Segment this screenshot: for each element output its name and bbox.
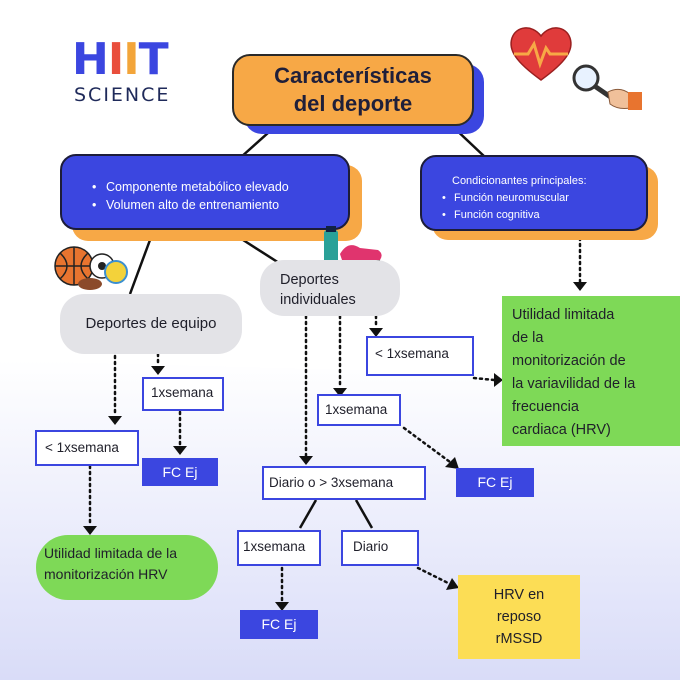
hrv-line-2: reposo bbox=[496, 609, 542, 625]
team-sports-node: Deportes de equipo bbox=[60, 294, 242, 354]
bullet-item: Volumen alto de entrenamiento bbox=[92, 196, 348, 214]
result-line: monitorización de bbox=[512, 353, 626, 369]
ind-1x-node: 1xsemana bbox=[317, 394, 401, 426]
team-1x-node: 1xsemana bbox=[142, 377, 224, 411]
ind-fc-node: FC Ej bbox=[456, 468, 534, 497]
result-line: la variavilidad de la bbox=[512, 376, 636, 392]
result-line: Utilidad limitada bbox=[512, 307, 615, 323]
title-line-2: del deporte bbox=[293, 91, 413, 116]
right-result-node: Utilidad limitada de la monitorización d… bbox=[502, 296, 680, 446]
team-result-line-1: Utilidad limitada de la bbox=[44, 545, 178, 561]
ind-lt1-node: < 1xsemana bbox=[366, 336, 474, 376]
conditions-header: Condicionantes principales: bbox=[452, 175, 587, 187]
heart-monitor-icon bbox=[510, 27, 572, 81]
daily-diario-node: Diario bbox=[341, 530, 419, 566]
result-line: frecuencia bbox=[512, 399, 579, 415]
team-fc-node: FC Ej bbox=[142, 458, 218, 486]
daily-1x-node: 1xsemana bbox=[237, 530, 321, 566]
bullet-item: Componente metabólico elevado bbox=[92, 178, 348, 196]
result-line: de la bbox=[512, 330, 544, 346]
hiit-logo: HIIT bbox=[72, 34, 169, 85]
individual-sports-line-1: Deportes bbox=[280, 272, 339, 288]
magnifier-hand-icon bbox=[572, 64, 642, 110]
team-result-line-2: monitorización HRV bbox=[44, 566, 168, 582]
team-result-node: Utilidad limitada de la monitorización H… bbox=[36, 535, 218, 600]
conditions-box: Condicionantes principales: Función neur… bbox=[420, 155, 648, 231]
hrv-line-3: rMSSD bbox=[495, 631, 543, 647]
hrv-line-1: HRV en bbox=[493, 587, 545, 603]
balls-icon bbox=[54, 246, 128, 290]
bullet-item: Función cognitiva bbox=[442, 207, 636, 224]
hrv-rest-node: HRV en reposo rMSSD bbox=[458, 575, 580, 659]
metabolic-box: Componente metabólico elevado Volumen al… bbox=[60, 154, 350, 230]
bullet-item: Función neuromuscular bbox=[442, 190, 636, 207]
result-line: cardiaca (HRV) bbox=[512, 422, 611, 438]
ind-daily-node: Diario o > 3xsemana bbox=[262, 466, 426, 500]
daily-fc-node: FC Ej bbox=[240, 610, 318, 639]
team-lt1-node: < 1xsemana bbox=[35, 430, 139, 466]
individual-sports-line-2: individuales bbox=[280, 292, 356, 308]
individual-sports-node: Deportes individuales bbox=[260, 260, 400, 316]
logo-subtitle: SCIENCE bbox=[74, 84, 171, 106]
title-line-1: Características bbox=[274, 63, 432, 88]
page-title: Características del deporte bbox=[232, 54, 474, 126]
